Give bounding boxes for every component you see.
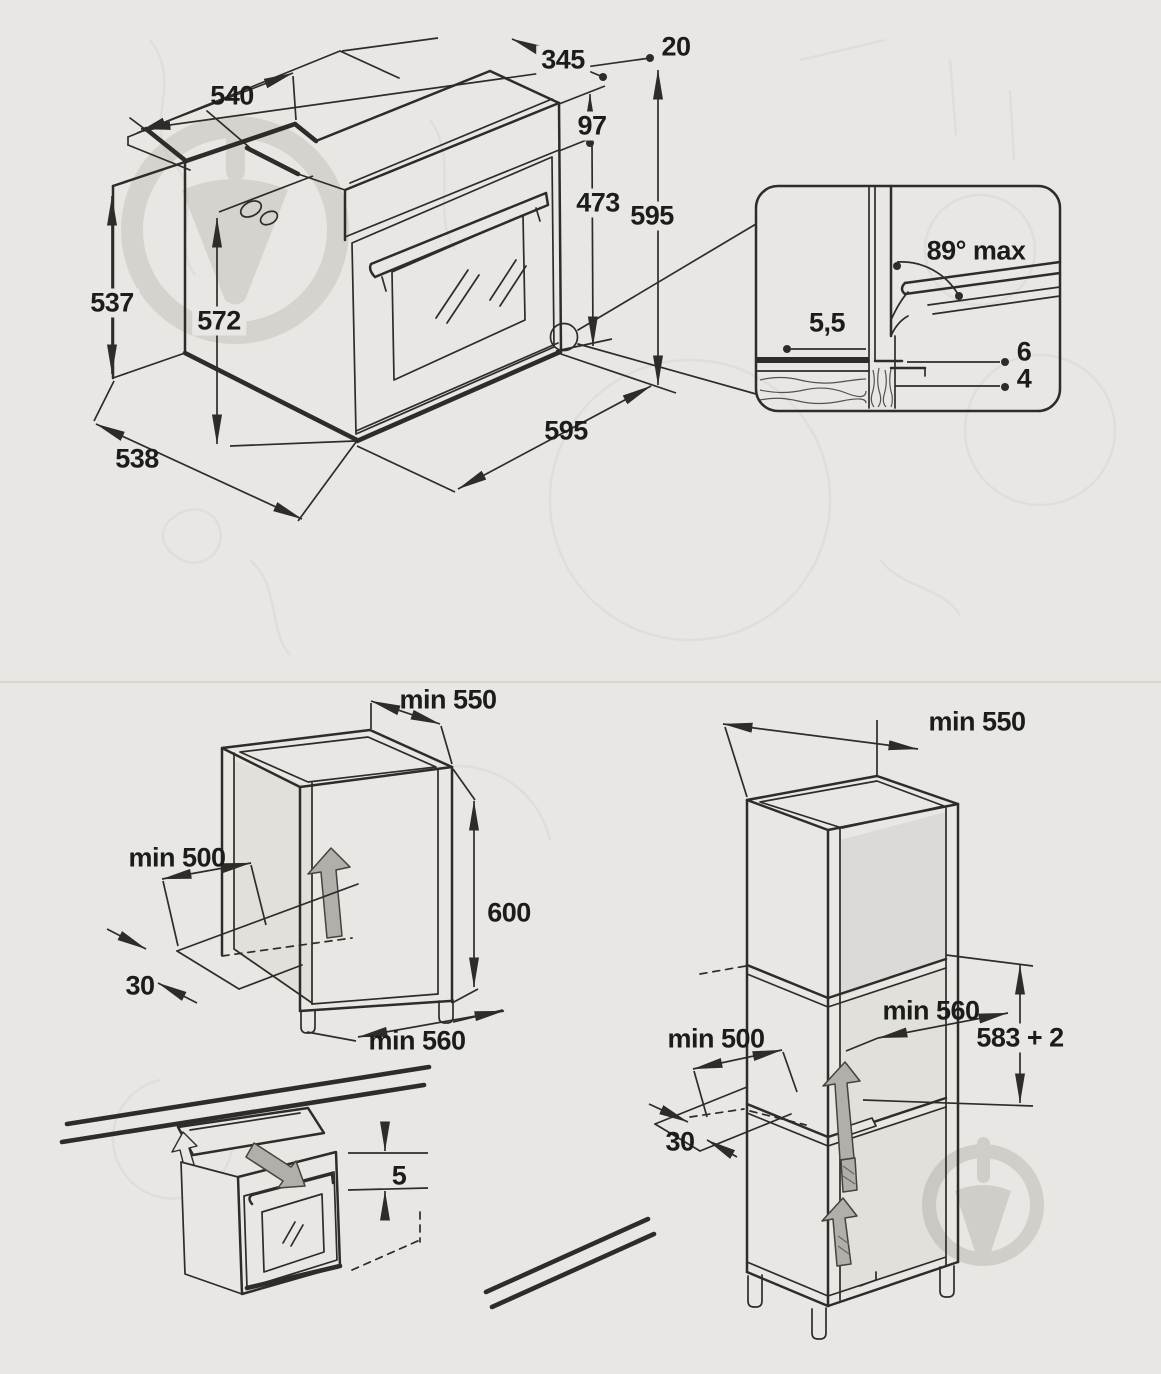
airflow-arrow-icon xyxy=(821,1197,858,1267)
base-cabinet xyxy=(106,700,505,1042)
watermark-top-left-icon xyxy=(121,115,349,344)
dim-label-door-height: 473 xyxy=(571,188,625,218)
insert-arrow-icon xyxy=(245,1142,306,1189)
tall-cabinet xyxy=(648,720,1034,1340)
watermark-bottom-right-icon xyxy=(922,1137,1044,1266)
dim-label-top-width: 540 xyxy=(210,80,254,111)
base-label-depth: min 550 xyxy=(399,684,497,715)
tall-label-height: 583 + 2 xyxy=(971,1023,1069,1053)
base-label-width: min 560 xyxy=(368,1025,466,1056)
tall-label-setback: 30 xyxy=(665,1126,695,1157)
tall-label-width: min 560 xyxy=(882,995,980,1026)
base-label-height: 600 xyxy=(487,897,531,928)
dim-label-side-height: 572 xyxy=(192,306,246,336)
detail-label-clearance: 5,5 xyxy=(808,307,846,338)
dim-label-top-lip: 20 xyxy=(661,31,691,62)
detail-label-lower-offset: 4 xyxy=(1016,363,1032,394)
dim-label-bottom-depth: 538 xyxy=(115,443,159,474)
dim-label-total-height: 595 xyxy=(625,201,679,231)
tall-label-depth: min 550 xyxy=(928,706,1026,737)
hinge-detail xyxy=(754,184,1062,413)
base-label-clearance: min 500 xyxy=(128,842,226,873)
worktop-label-gap: 5 xyxy=(391,1160,407,1191)
worktop-install xyxy=(59,1064,657,1310)
dim-label-panel-height: 97 xyxy=(572,111,612,141)
dim-label-top-depth: 345 xyxy=(536,45,590,75)
airflow-arrow-icon xyxy=(307,847,351,939)
dim-label-side-back-height: 537 xyxy=(85,288,139,318)
dim-label-front-width: 595 xyxy=(544,415,588,446)
detail-label-max-angle: 89° max xyxy=(926,235,1026,266)
base-label-setback: 30 xyxy=(125,970,155,1001)
detail-label-upper-offset: 6 xyxy=(1016,336,1032,367)
oven-isometric xyxy=(93,37,757,522)
tall-label-clearance: min 500 xyxy=(667,1023,765,1054)
